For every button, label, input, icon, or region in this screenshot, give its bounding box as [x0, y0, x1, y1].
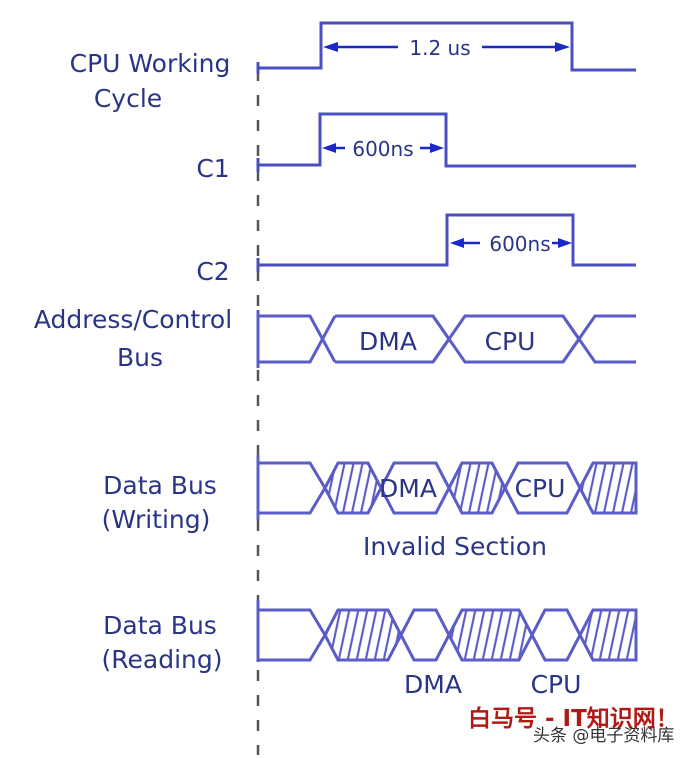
wave-addr-bus: DMA CPU — [256, 310, 636, 368]
watermark-gray: 头条 @电子资料库 — [533, 726, 674, 746]
label-c2: C2 — [196, 257, 229, 286]
wave-data-write: DMA CPU — [256, 455, 638, 520]
write-segment-dma: DMA — [379, 474, 437, 503]
wave-c2 — [256, 213, 636, 272]
label-data-read-1: Data Bus — [103, 611, 217, 640]
wave-c1 — [256, 112, 636, 172]
addr-segment-dma: DMA — [359, 327, 417, 356]
label-cpu-cycle-2: Cycle — [94, 84, 162, 113]
wave-data-read — [256, 600, 638, 662]
label-data-write-2: (Writing) — [102, 505, 211, 534]
label-addr-bus-1: Address/Control — [34, 305, 232, 334]
duration-c1: 600ns — [352, 137, 413, 161]
watermark-red: 白马号 - IT知识网！ — [468, 705, 679, 732]
dimension-c1: 600ns — [322, 137, 444, 161]
addr-segment-cpu: CPU — [485, 327, 536, 356]
dimension-c2: 600ns — [450, 232, 572, 256]
write-segment-cpu: CPU — [515, 474, 566, 503]
duration-c2: 600ns — [489, 232, 550, 256]
label-data-read-2: (Reading) — [102, 645, 223, 674]
label-data-write-1: Data Bus — [103, 471, 217, 500]
wave-cpu-cycle — [256, 21, 636, 74]
read-segment-cpu: CPU — [531, 670, 582, 699]
label-c1: C1 — [196, 154, 229, 183]
duration-cpu-cycle: 1.2 us — [409, 36, 470, 60]
note-invalid-section: Invalid Section — [363, 532, 547, 561]
label-addr-bus-2: Bus — [117, 343, 163, 372]
read-segment-dma: DMA — [404, 670, 462, 699]
dimension-cpu-cycle: 1.2 us — [323, 36, 570, 60]
label-cpu-cycle-1: CPU Working — [70, 49, 231, 78]
